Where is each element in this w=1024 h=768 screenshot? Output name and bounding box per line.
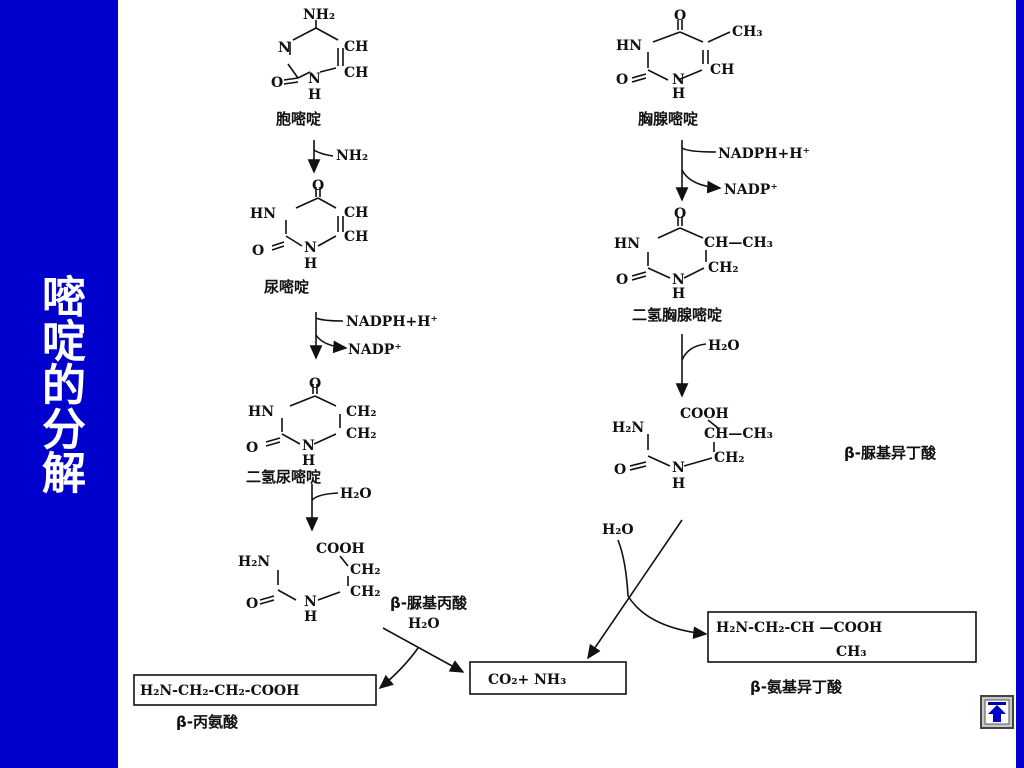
ureidoisobutyrate-name: β-脲基异丁酸 [844,444,937,462]
uracil-reagent-in: NADPH+H⁺ [346,314,438,330]
beta-alanine-formula: H₂N-CH₂-CH₂-COOH [140,683,299,699]
ureidoisobutyrate-ch2: CH₂ [714,450,745,466]
ureidopropionate-n: N [304,594,317,610]
ureidopropionate-h2n: H₂N [238,554,270,570]
dihydrothymine-hn: HN [614,236,640,252]
ureidoisobutyrate-n: N [672,460,685,476]
ureidoisobutyrate-cooh: COOH [680,406,729,422]
dihydrouracil-name: 二氢尿嘧啶 [246,468,321,486]
ureidopropionate-cooh: COOH [316,541,365,557]
uracil-ch2: CH [344,229,368,245]
co2-nh3-box [469,661,627,695]
thymine-reagent-in: NADPH+H⁺ [718,146,810,162]
branch-nadp-out-right [681,169,722,194]
branch-water-right-2 [617,539,629,597]
uracil-ch1: CH [344,205,368,221]
uracil-structure [271,187,344,251]
thymine-n: N [672,72,685,88]
ureidoisobutyrate-o: O [614,462,626,478]
dihydrouracil-n: N [302,438,315,454]
dihydrothymine-o-top: O [674,206,686,222]
pyrimidine-catabolism-diagram: NH₂ N CH CH O N H 胞嘧啶 NH₂ O HN CH CH O N… [133,7,977,731]
cytosine-nh2-loss: NH₂ [336,148,368,164]
aminoisobutyrate-name: β-氨基异丁酸 [750,678,843,696]
up-arrow-icon [984,699,1010,725]
cytosine-structure [283,20,344,85]
aminoisobutyrate-ch3: CH₃ [836,644,867,660]
thymine-structure [631,20,731,83]
branch-nh2-loss [313,149,334,157]
ureidopropionate-h: H [304,609,317,625]
beta-alanine-name: β-丙氨酸 [176,713,239,731]
arrow-to-aminoisobutyrate [627,595,708,640]
uracil-o-top: O [312,178,324,194]
dihydrothymine-o: O [616,272,628,288]
ureidoisobutyrate-chch3: CH—CH₃ [704,426,773,442]
cytosine-h: H [308,87,321,103]
cytosine-ch1: CH [344,39,368,55]
nav-up-button[interactable] [980,695,1014,729]
dihydrothymine-water: H₂O [708,338,740,354]
branch-nadph-in [315,317,344,322]
thymine-reagent-out: NADP⁺ [724,182,778,198]
thymine-name: 胸腺嘧啶 [638,110,698,128]
dihydrouracil-structure [265,384,341,447]
thymine-o: O [616,72,628,88]
dihydrouracil-water: H₂O [340,486,372,502]
branch-water-1 [311,492,339,501]
co2-nh3: CO₂+ NH₃ [488,672,566,688]
dihydrothymine-h: H [672,286,685,302]
thymine-ch: CH [710,62,734,78]
cytosine-n: N [278,40,291,56]
ureidoisobutyrate-water: H₂O [602,522,634,538]
uracil-o: O [252,243,264,259]
branch-water-right [681,343,707,361]
dihydrouracil-o-top: O [309,376,321,392]
ureidoisobutyrate-structure [629,419,719,471]
ureidopropionate-structure [259,555,349,605]
thymine-ch3: CH₃ [732,24,763,40]
dihydrothymine-name: 二氢胸腺嘧啶 [632,306,722,324]
thymine-h: H [672,86,685,102]
dihydrothymine-structure [631,216,707,281]
ureidoisobutyrate-h: H [672,476,685,492]
dihydrouracil-ch2b: CH₂ [346,426,377,442]
thymine-hn: HN [616,38,642,54]
ureidopropionate-ch2a: CH₂ [350,562,381,578]
thymine-o-top: O [674,8,686,24]
ureidopropionate-water: H₂O [408,616,440,632]
cytosine-ch2: CH [344,65,368,81]
beta-alanine-box [133,674,377,706]
cytosine-nh: N [308,71,321,87]
dihydrothymine-ch2: CH₂ [708,260,739,276]
dihydrouracil-hn: HN [248,404,274,420]
uracil-n: N [304,240,317,256]
slide-title-bar: 嘧啶的分解 [0,0,118,768]
cytosine-o: O [271,75,283,91]
uracil-reagent-out: NADP⁺ [348,342,402,358]
ureidopropionate-o: O [246,596,258,612]
arrow-to-beta-alanine [378,647,419,690]
diagram-panel: NH₂ N CH CH O N H 胞嘧啶 NH₂ O HN CH CH O N… [118,0,1016,768]
dihydrouracil-h: H [302,453,315,469]
dihydrouracil-o: O [246,440,258,456]
aminoisobutyrate-box [707,611,977,663]
dihydrothymine-chch3: CH—CH₃ [704,235,773,251]
cytosine-nh2: NH₂ [303,7,335,23]
arrow-to-co2-nh3-left [382,627,465,673]
branch-nadph-in-right [681,147,717,153]
arrow-to-co2-nh3-right [587,519,683,660]
cytosine-name: 胞嘧啶 [275,110,321,128]
ureidoisobutyrate-h2n: H₂N [612,420,644,436]
aminoisobutyrate-formula: H₂N-CH₂-CH —COOH [716,620,882,636]
branch-nadp-out [315,334,348,354]
uracil-hn: HN [250,206,276,222]
uracil-h: H [304,256,317,272]
dihydrouracil-ch2a: CH₂ [346,404,377,420]
slide-title: 嘧啶的分解 [34,274,85,494]
uracil-name: 尿嘧啶 [264,278,309,296]
ureidopropionate-ch2b: CH₂ [350,584,381,600]
dihydrothymine-n: N [672,272,685,288]
ureidopropionate-name: β-脲基丙酸 [390,594,468,612]
